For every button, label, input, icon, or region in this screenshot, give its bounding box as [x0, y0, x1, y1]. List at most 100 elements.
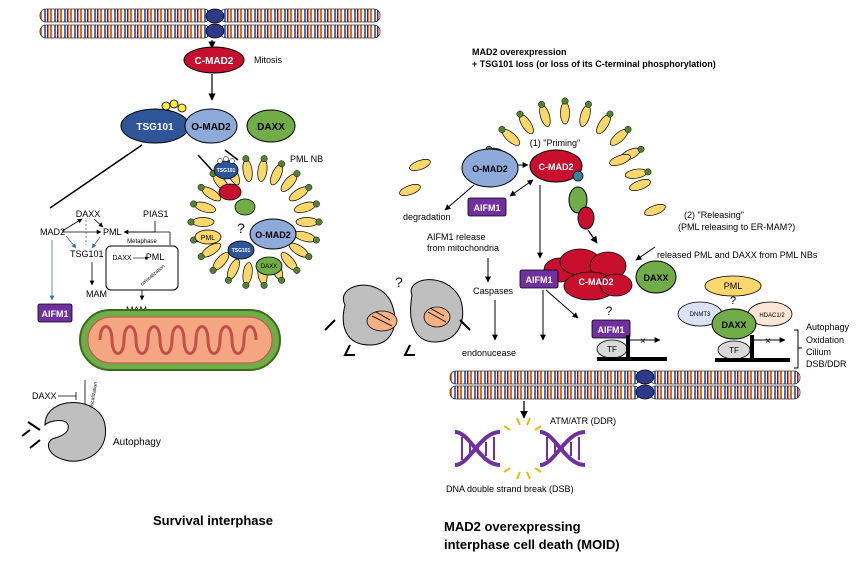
sumo-dot	[260, 155, 268, 163]
svg-text:PML: PML	[724, 281, 743, 291]
pml-nuclear-body	[187, 155, 323, 289]
svg-text:Oxidation: Oxidation	[806, 335, 844, 345]
svg-text:Caspases: Caspases	[473, 286, 514, 296]
svg-text:DNMT3: DNMT3	[690, 312, 711, 318]
svg-text:?: ?	[237, 220, 245, 236]
svg-text:TSG101: TSG101	[217, 168, 236, 174]
free-pml-petal	[629, 178, 651, 192]
svg-text:colocalization: colocalization	[139, 264, 166, 288]
svg-text:DAXX: DAXX	[257, 122, 285, 133]
svg-text:TSG101: TSG101	[70, 249, 104, 259]
sumo-dot	[561, 97, 569, 105]
pml-petal	[295, 217, 319, 227]
svg-text:AIFM1: AIFM1	[598, 325, 625, 335]
sumo-dot	[584, 100, 592, 108]
sumo-dot	[315, 218, 323, 226]
svg-text:DAXX: DAXX	[76, 209, 101, 219]
pml-petal	[624, 168, 648, 179]
svg-text:AIFM1 release: AIFM1 release	[427, 232, 486, 242]
svg-text:Autophagy: Autophagy	[113, 437, 161, 448]
svg-text:DAXX: DAXX	[261, 264, 277, 270]
svg-text:C-MAD2: C-MAD2	[579, 277, 614, 287]
sumo-dot	[242, 155, 250, 163]
tsg101-omad2-complex: TSG101 O-MAD2	[120, 99, 238, 144]
svg-text:TSG101: TSG101	[136, 122, 174, 133]
svg-text:released PML and DAXX from PML: released PML and DAXX from PML NBs	[657, 250, 818, 260]
free-pml-petal	[609, 153, 631, 167]
right-chromosome	[449, 369, 801, 400]
svg-text:AIFM1: AIFM1	[474, 203, 501, 213]
pml-petal	[560, 101, 570, 125]
sumo-dot	[197, 183, 205, 191]
cells-pair: ?	[324, 274, 471, 356]
pml-petal	[293, 201, 316, 214]
left-chromosome	[39, 8, 381, 39]
svg-text:DAXX: DAXX	[32, 391, 57, 401]
svg-text:TF: TF	[607, 345, 617, 354]
sumo-dot	[606, 110, 614, 118]
free-pml-petal	[409, 158, 431, 172]
svg-text:PML: PML	[146, 252, 165, 262]
svg-text:Metaphase: Metaphase	[127, 239, 157, 245]
svg-text:TF: TF	[729, 346, 739, 355]
sumo-dot	[293, 266, 301, 274]
pml-petal	[579, 104, 591, 127]
svg-text:PML: PML	[201, 235, 216, 242]
svg-text:O-MAD2: O-MAD2	[255, 230, 291, 240]
pml-petal	[194, 201, 217, 214]
daxx-node-top: DAXX	[246, 109, 296, 143]
interaction-network: DAXX MAD2 PML PIAS1 TSG101 Metaphase DAX…	[40, 209, 179, 315]
sumo-dot	[312, 236, 320, 244]
svg-text:DAXX: DAXX	[112, 255, 131, 262]
sumo-dot	[278, 160, 286, 168]
svg-text:AIFM1: AIFM1	[42, 309, 69, 319]
aifm1-cmad2-cluster: C-MAD2 AIFM1 DAXX ?	[519, 248, 677, 318]
svg-text:PIAS1: PIAS1	[143, 209, 169, 219]
header-line2: + TSG101 loss (or loss of its C-terminal…	[472, 59, 716, 69]
pml-petal	[242, 262, 253, 285]
sumo-dot	[305, 183, 313, 191]
svg-text:O-MAD2: O-MAD2	[472, 164, 508, 174]
caspase-path: Caspases endonucease	[462, 258, 579, 358]
sumo-dot	[190, 200, 198, 208]
svg-text:MAD2: MAD2	[40, 227, 65, 237]
pml-petal	[539, 104, 551, 127]
sumo-dot	[242, 281, 250, 289]
caption-moid-line1: MAD2 overexpressing	[444, 519, 581, 534]
svg-text:×: ×	[640, 336, 646, 347]
dna-break: ATM/ATR (DDR) DNA double strand break (D…	[446, 416, 616, 494]
svg-text:TSG101: TSG101	[232, 248, 251, 254]
caption-moid-line2: interphase cell death (MOID)	[444, 537, 620, 552]
sumo-dot	[187, 218, 195, 226]
sumo-dot	[197, 253, 205, 261]
svg-text:DNA double strand break (DSB): DNA double strand break (DSB)	[446, 484, 574, 494]
svg-text:(2) "Releasing": (2) "Releasing"	[684, 210, 744, 220]
sumo-dot	[260, 281, 268, 289]
caption-survival: Survival interphase	[153, 513, 273, 528]
svg-text:DSB/DDR: DSB/DDR	[806, 359, 847, 369]
pml-nb-contents: TSG101 PML ? TSG101 O-MAD2 DAXX	[194, 156, 297, 276]
svg-text:AIFM1: AIFM1	[526, 275, 553, 285]
pml-arc-petals	[399, 97, 666, 217]
svg-text:from mitochondria: from mitochondria	[427, 243, 499, 253]
svg-text:C-MAD2: C-MAD2	[195, 56, 234, 67]
sumo-dot	[209, 266, 217, 274]
svg-text:?: ?	[730, 295, 736, 307]
svg-text:(1) "Priming": (1) "Priming"	[530, 138, 580, 148]
aifm1-left: AIFM1	[37, 303, 73, 323]
sumo-dot	[516, 110, 524, 118]
sumo-dot	[644, 168, 652, 176]
svg-text:O-MAD2: O-MAD2	[191, 122, 231, 133]
daxx-complex: PML ? DNMT3 HDAC1/2 DAXX TF × Autophagy …	[677, 275, 850, 369]
sumo-dot	[312, 200, 320, 208]
svg-text:×: ×	[765, 336, 771, 347]
sumo-dot	[305, 253, 313, 261]
sumo-dot	[293, 170, 301, 178]
sumo-dot	[278, 276, 286, 284]
svg-text:colocalization: colocalization	[88, 382, 99, 413]
svg-text:HDAC1/2: HDAC1/2	[759, 313, 785, 319]
svg-text:ATM/ATR (DDR): ATM/ATR (DDR)	[550, 416, 616, 426]
releasing-step: (2) "Releasing" (PML releasing to ER-MAM…	[568, 186, 818, 261]
pml-petal	[257, 159, 268, 182]
pml-petal	[242, 159, 253, 182]
